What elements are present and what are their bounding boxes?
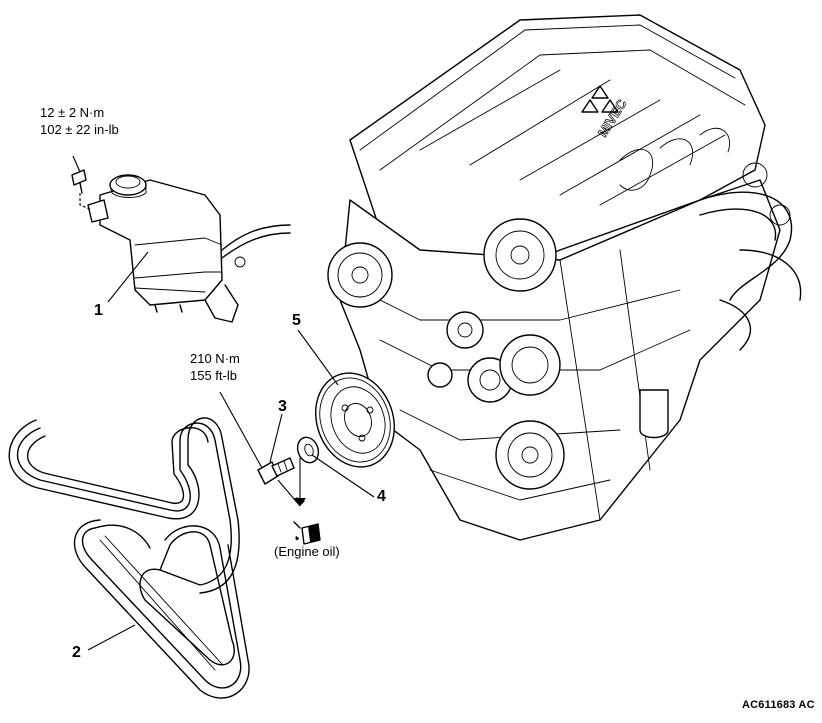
- leader-torque-1: [72, 155, 81, 173]
- part-number-1: 1: [94, 302, 103, 319]
- leader-part-2: [87, 624, 136, 651]
- part-number-4: 4: [377, 488, 386, 505]
- part-number-5: 5: [292, 312, 301, 329]
- engine-assembly: [327, 14, 802, 541]
- coolant-reservoir: [87, 174, 291, 323]
- torque-metric-1: 12 ± 2 N·m: [40, 105, 105, 120]
- torque-label-pulley-bolt: 210 N·m 155 ft-lb: [190, 350, 240, 384]
- leader-part-4: [311, 454, 375, 498]
- crank-pulley-bolt: [257, 457, 295, 485]
- torque-imperial-2: 155 ft-lb: [190, 368, 237, 383]
- manufacturer-logo: [581, 85, 619, 113]
- torque-metric-2: 210 N·m: [190, 351, 240, 366]
- part-number-3: 3: [278, 398, 287, 415]
- engine-oil-label: (Engine oil): [274, 544, 340, 559]
- leader-part-5: [297, 329, 339, 386]
- torque-imperial-1: 102 ± 22 in-lb: [40, 122, 119, 137]
- part-number-2: 2: [72, 644, 81, 661]
- leader-lines: [72, 155, 375, 651]
- figure-reference: AC611683 AC: [742, 699, 815, 711]
- leader-torque-2: [219, 391, 263, 469]
- pulley-washer: [296, 436, 320, 464]
- torque-label-reservoir-bolt: 12 ± 2 N·m 102 ± 22 in-lb: [40, 104, 119, 138]
- engine-oil-icon: [293, 521, 321, 545]
- crankshaft-pulley: [314, 372, 396, 468]
- leader-part-1: [107, 251, 149, 303]
- drive-belt: [8, 417, 250, 699]
- leader-oil-1: [277, 479, 301, 507]
- leader-part-3: [269, 413, 283, 463]
